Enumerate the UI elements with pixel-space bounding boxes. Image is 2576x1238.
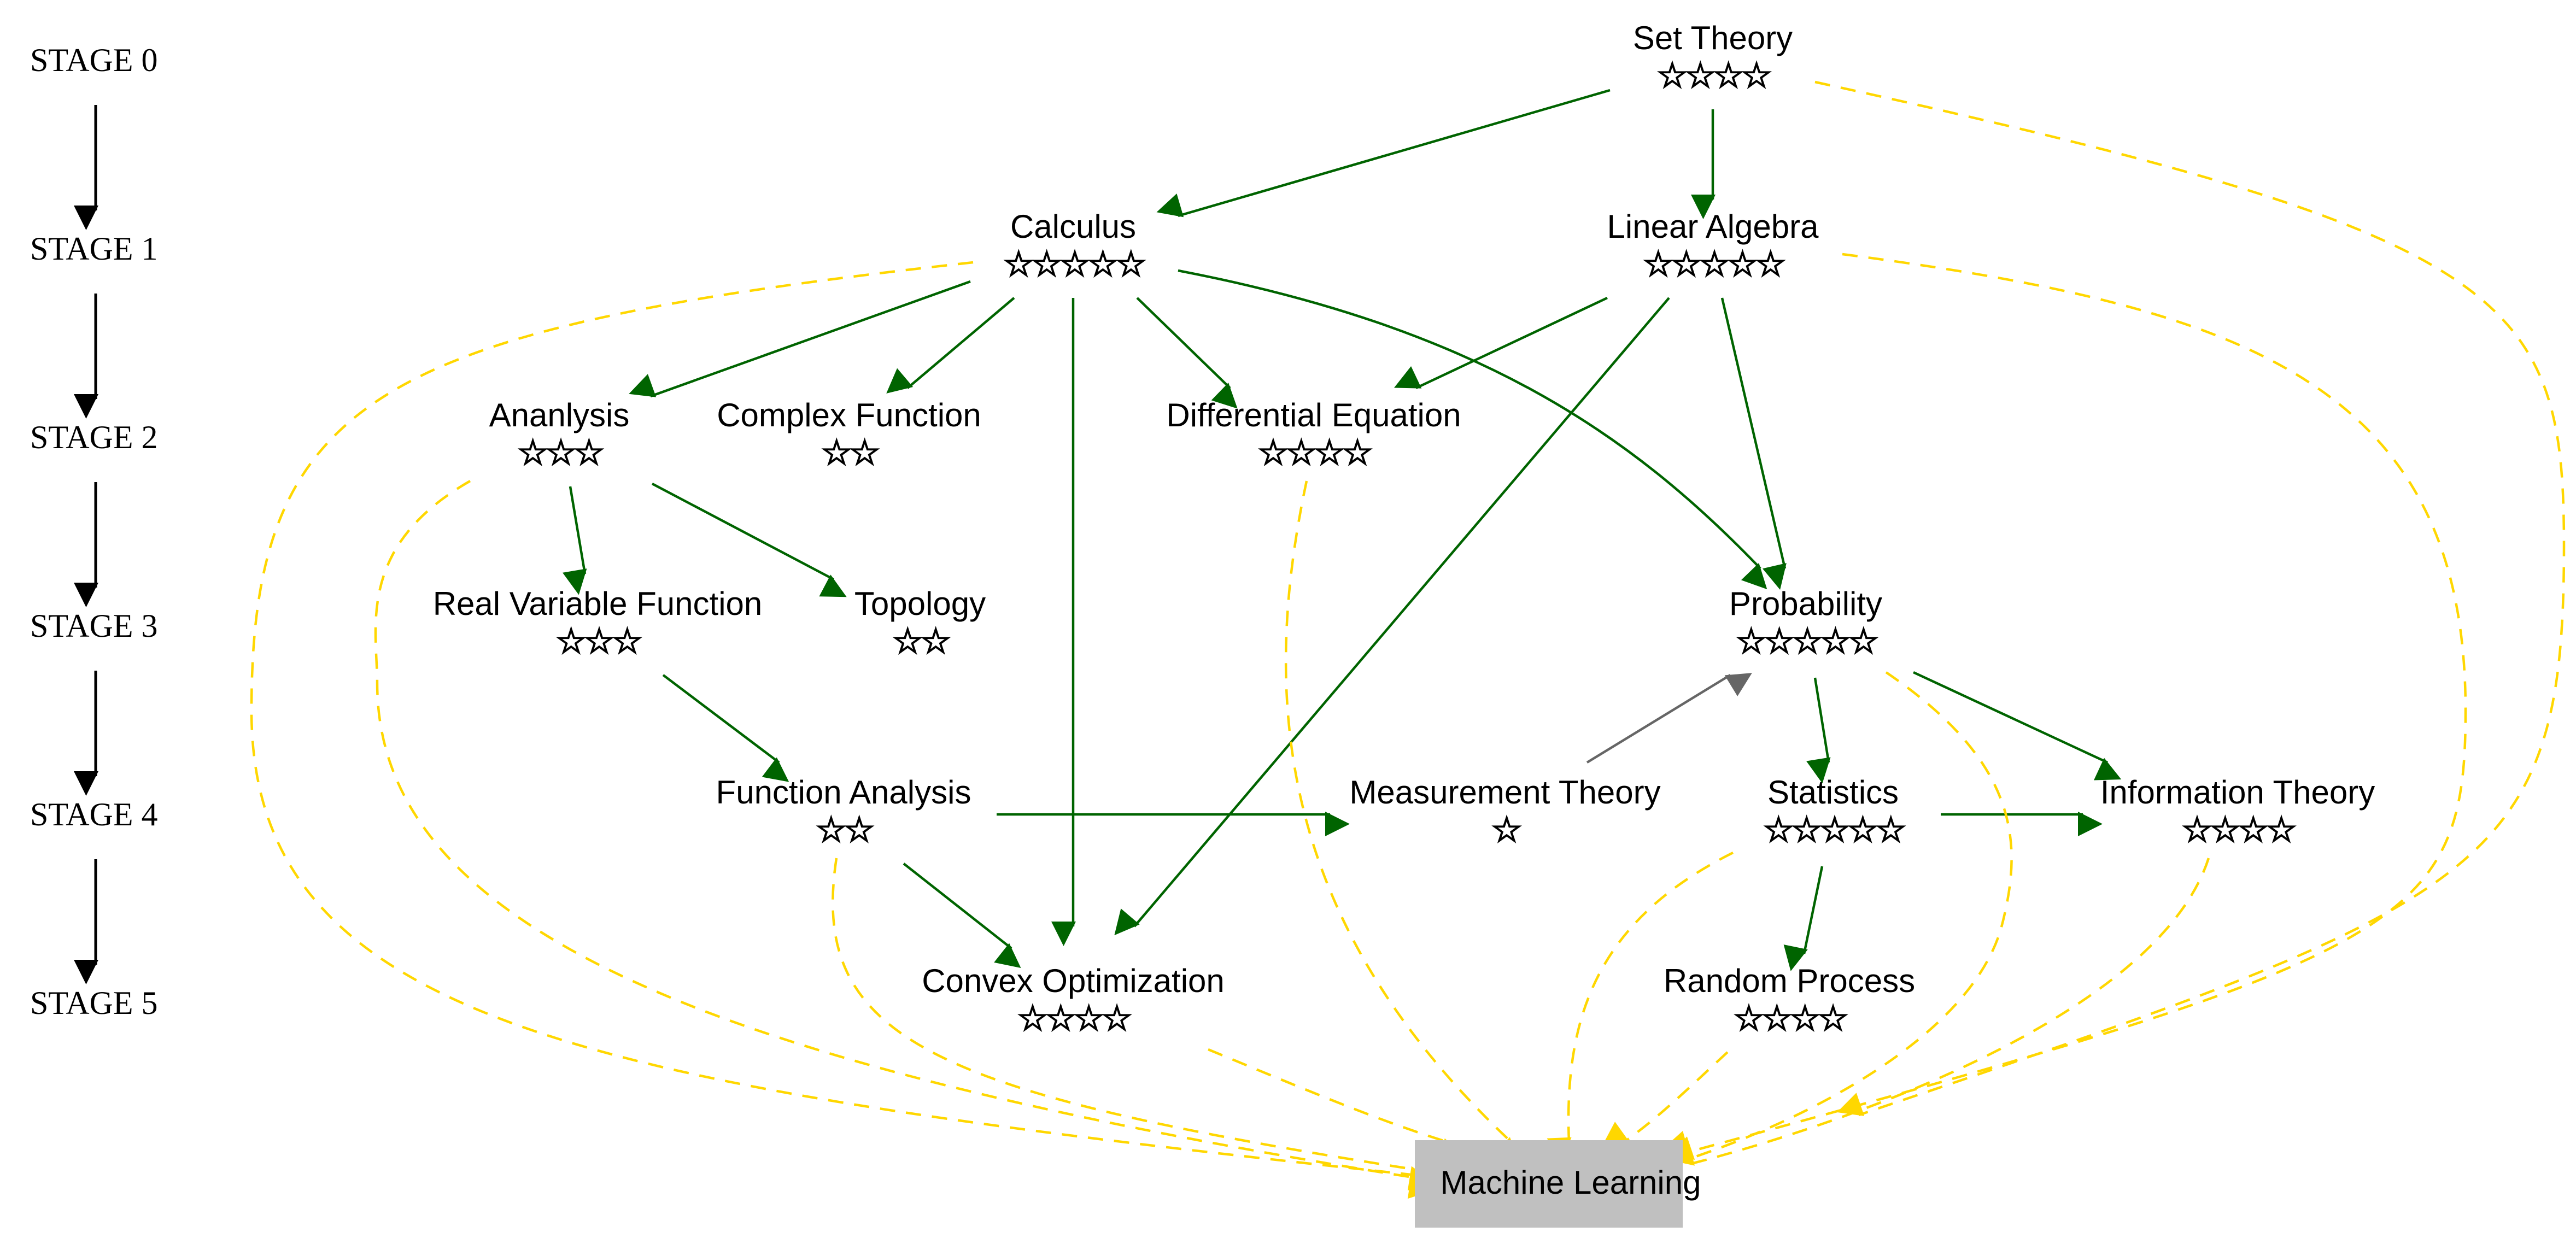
node-name: Probability [1729,585,1882,622]
edge-calculus-to-probability [1178,269,1767,590]
node-name: Statistics [1767,774,1899,811]
edge-calculus-to-analysis [629,280,971,398]
target-node-box [1415,1140,1683,1228]
star-rating-icon: ☆☆☆ [555,621,641,662]
edge-analysis-to-machine-learning [374,480,1434,1199]
node-name: Linear Algebra [1607,208,1819,245]
star-rating-icon: ☆☆☆☆ [1017,999,1131,1039]
edge-convex-optimization-to-machine-learning [1208,1048,1465,1162]
stage-label: STAGE 1 [30,231,158,267]
stage-label: STAGE 2 [30,419,158,455]
star-rating-icon: ☆☆☆☆☆ [1643,244,1785,285]
star-rating-icon: ☆☆☆ [517,433,603,473]
node-name: Complex Function [717,397,981,433]
edge-probability-to-machine-learning [1667,671,2013,1160]
star-rating-icon: ☆☆☆☆☆ [1736,621,1878,662]
node-name: Topology [854,585,986,622]
star-rating-icon: ☆☆☆☆☆ [1003,244,1145,285]
node-name: Ananlysis [489,397,630,433]
star-rating-icon: ☆☆☆☆ [2181,810,2295,850]
edge-calculus-to-differential-equation [1136,297,1238,409]
node-complex-function[interactable]: Complex Function☆☆ [717,397,981,474]
edge-linear-algebra-to-convex-optimization [1114,297,1670,936]
edge-random-process-to-machine-learning [1602,1051,1729,1146]
edge-set-theory-to-machine-learning [1814,80,2566,1117]
edge-probability-to-information-theory [1913,671,2122,781]
edge-linear-algebra-to-differential-equation [1394,296,1608,390]
node-linear-algebra[interactable]: Linear Algebra☆☆☆☆☆ [1607,208,1819,285]
edge-differential-equation-to-machine-learning [1284,480,1520,1163]
edge-function-analysis-to-convex-optimization [903,863,1021,969]
node-name: Set Theory [1633,20,1793,56]
node-name: Calculus [1010,208,1136,245]
edge-real-variable-function-to-function-analysis [662,674,789,782]
edges [250,80,2566,1199]
edge-probability-to-statistics [1806,677,1831,784]
nodes: Set Theory☆☆☆☆Calculus☆☆☆☆☆Linear Algebr… [433,20,2375,1040]
star-rating-icon: ☆☆☆☆ [1656,56,1770,96]
stage-label: STAGE 0 [30,42,158,78]
edge-calculus-to-machine-learning [250,261,1435,1196]
node-name: Measurement Theory [1349,774,1660,811]
edge-calculus-to-complex-function [886,297,1015,394]
node-differential-equation[interactable]: Differential Equation☆☆☆☆ [1166,397,1461,474]
node-convex-optimization[interactable]: Convex Optimization☆☆☆☆ [922,963,1225,1040]
node-analysis[interactable]: Ananlysis☆☆☆ [489,397,630,474]
node-random-process[interactable]: Random Process☆☆☆☆ [1664,963,1915,1040]
star-rating-icon: ☆ [1491,810,1520,850]
stage-label: STAGE 4 [30,796,158,832]
node-name: Function Analysis [716,774,971,811]
node-information-theory[interactable]: Information Theory☆☆☆☆ [2100,774,2375,851]
edge-linear-algebra-to-probability [1720,297,1787,590]
node-topology[interactable]: Topology☆☆ [854,585,986,662]
node-name: Information Theory [2100,774,2375,811]
node-probability[interactable]: Probability☆☆☆☆☆ [1729,585,1882,662]
edge-analysis-to-real-variable-function [563,486,587,595]
node-set-theory[interactable]: Set Theory☆☆☆☆ [1633,20,1793,97]
stage-labels: STAGE 0 STAGE 1 STAGE 2 STAGE 3 STAGE 4 STAGE… [30,42,158,1021]
star-rating-icon: ☆☆ [892,621,950,662]
star-rating-icon: ☆☆ [821,433,879,473]
node-measurement-theory[interactable]: Measurement Theory☆ [1349,774,1660,851]
node-function-analysis[interactable]: Function Analysis☆☆ [716,774,971,851]
edge-statistics-to-random-process [1783,866,1824,971]
target-node[interactable]: Machine Learning [1415,1140,1701,1228]
node-real-variable-function[interactable]: Real Variable Function☆☆☆ [433,585,763,662]
node-name: Real Variable Function [433,585,763,622]
edge-linear-algebra-to-machine-learning [1662,253,2467,1155]
target-node-label: Machine Learning [1441,1164,1701,1201]
edge-statistics-to-machine-learning [1547,851,1734,1163]
star-rating-icon: ☆☆☆☆ [1733,999,1847,1039]
edge-information-theory-to-machine-learning [1667,858,2210,1166]
star-rating-icon: ☆☆☆☆ [1257,433,1371,473]
edge-function-analysis-to-machine-learning [832,858,1434,1191]
stage-label: STAGE 3 [30,608,158,644]
node-name: Random Process [1664,963,1915,999]
edge-analysis-to-topology [651,483,847,597]
edge-set-theory-to-calculus [1156,89,1611,218]
node-calculus[interactable]: Calculus☆☆☆☆☆ [1002,208,1149,285]
node-name: Differential Equation [1166,397,1461,433]
star-rating-icon: ☆☆☆☆☆ [1763,810,1905,850]
edge-measurement-theory-to-probability [1586,673,1752,764]
star-rating-icon: ☆☆ [816,810,873,850]
stage-label: STAGE 5 [30,985,158,1021]
node-statistics[interactable]: Statistics☆☆☆☆☆ [1762,774,1908,851]
node-name: Convex Optimization [922,963,1225,999]
